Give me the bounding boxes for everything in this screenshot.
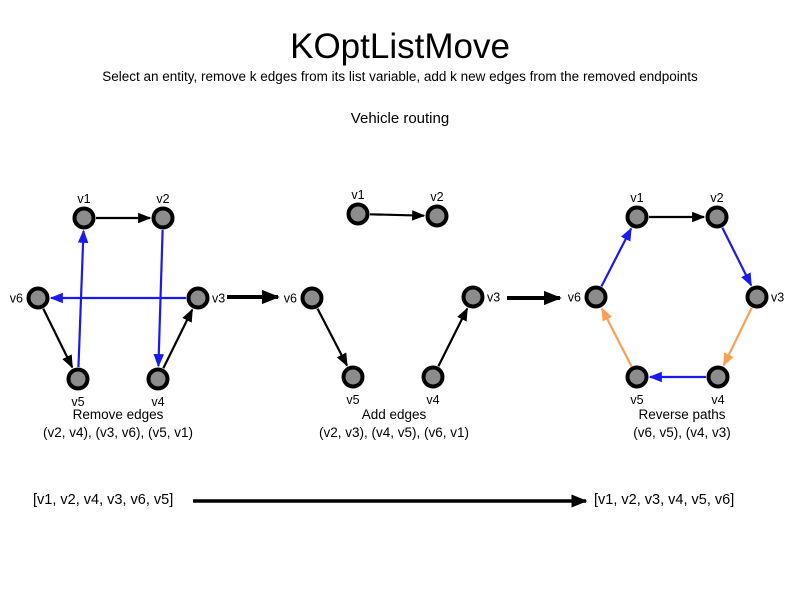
node-label-v2: v2 bbox=[430, 190, 443, 204]
node-label-v6: v6 bbox=[10, 292, 23, 306]
scenario-label: Vehicle routing bbox=[350, 110, 450, 127]
node-v5 bbox=[66, 367, 90, 391]
node-v2 bbox=[705, 205, 729, 229]
node-v3 bbox=[461, 285, 485, 309]
node-v4 bbox=[421, 365, 445, 389]
caption-reverse-paths-title: Reverse paths bbox=[638, 407, 726, 422]
caption-add-edges-title: Add edges bbox=[361, 407, 427, 422]
page-subtitle: Select an entity, remove k edges from it… bbox=[102, 69, 698, 84]
node-label-v3: v3 bbox=[487, 291, 500, 305]
node-v1 bbox=[72, 206, 96, 230]
node-v5 bbox=[625, 365, 649, 389]
node-label-v5: v5 bbox=[346, 393, 359, 407]
node-v6 bbox=[584, 285, 608, 309]
node-label-v1: v1 bbox=[630, 191, 643, 205]
node-label-v4: v4 bbox=[711, 393, 724, 407]
node-label-v3: v3 bbox=[212, 292, 225, 306]
node-v1 bbox=[625, 205, 649, 229]
list-variable-after: [v1, v2, v3, v4, v5, v6] bbox=[594, 492, 735, 508]
edge-v6-v1 bbox=[600, 227, 633, 287]
graph-remove-edges: v1 v2 v6 v3 v5 v4 bbox=[10, 192, 225, 409]
node-v1 bbox=[346, 202, 370, 226]
list-variable-before: [v1, v2, v4, v3, v6, v5] bbox=[33, 492, 174, 508]
node-label-v6: v6 bbox=[284, 292, 297, 306]
caption-remove-edges-title: Remove edges bbox=[72, 407, 164, 422]
edge-v5-v1 bbox=[77, 229, 89, 368]
edge-v1-v2 bbox=[369, 210, 426, 221]
graph-reverse-paths: v1 v2 v6 v3 v5 v4 bbox=[568, 191, 784, 407]
node-v4 bbox=[706, 365, 730, 389]
node-v2 bbox=[151, 206, 175, 230]
edge-v5-v6 bbox=[600, 307, 633, 367]
node-v3 bbox=[745, 285, 769, 309]
edge-v3-v4 bbox=[722, 307, 753, 367]
graph-add-edges: v1 v2 v6 v3 v5 v4 bbox=[284, 188, 500, 407]
page-title: KOptListMove bbox=[290, 27, 510, 66]
caption-add-edges-detail: (v2, v3), (v4, v5), (v6, v1) bbox=[318, 424, 470, 440]
node-label-v4: v4 bbox=[426, 393, 439, 407]
node-label-v1: v1 bbox=[77, 192, 90, 206]
caption-add-edges: Add edges (v2, v3), (v4, v5), (v6, v1) bbox=[274, 406, 514, 441]
node-v2 bbox=[425, 204, 449, 228]
node-label-v5: v5 bbox=[630, 393, 643, 407]
edge-v4-v3 bbox=[162, 308, 194, 369]
node-label-v6: v6 bbox=[568, 291, 581, 305]
node-label-v5: v5 bbox=[71, 395, 84, 409]
node-label-v2: v2 bbox=[156, 192, 169, 206]
node-v5 bbox=[341, 365, 365, 389]
node-label-v4: v4 bbox=[151, 395, 164, 409]
node-v6 bbox=[300, 286, 324, 310]
node-label-v1: v1 bbox=[351, 188, 364, 202]
node-label-v2: v2 bbox=[710, 191, 723, 205]
caption-reverse-paths: Reverse paths (v6, v5), (v4, v3) bbox=[562, 406, 800, 441]
edge-v6-v5 bbox=[316, 308, 348, 367]
caption-remove-edges-detail: (v2, v4), (v3, v6), (v5, v1) bbox=[42, 424, 194, 440]
edge-v4-v3 bbox=[437, 307, 469, 367]
node-v3 bbox=[186, 286, 210, 310]
node-v6 bbox=[26, 286, 50, 310]
edge-v2-v3 bbox=[721, 227, 753, 287]
edge-v6-v5 bbox=[42, 308, 74, 369]
node-v4 bbox=[146, 367, 170, 391]
caption-reverse-paths-detail: (v6, v5), (v4, v3) bbox=[633, 424, 731, 440]
node-label-v3: v3 bbox=[771, 291, 784, 305]
caption-remove-edges: Remove edges (v2, v4), (v3, v6), (v5, v1… bbox=[0, 406, 238, 441]
